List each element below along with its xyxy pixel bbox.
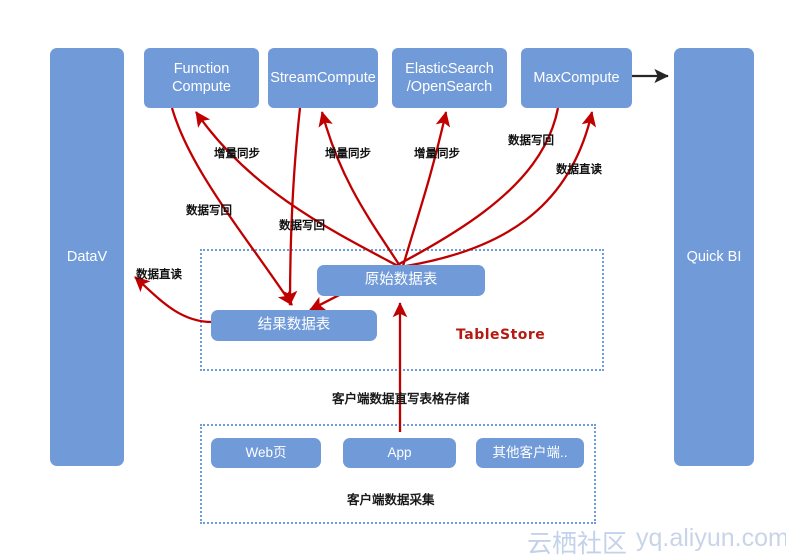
- client-node-web[interactable]: Web页: [211, 438, 321, 468]
- client-node-other-label: 其他客户端..: [492, 444, 568, 460]
- edge-label-incremental-sync-2: 增量同步: [325, 148, 371, 160]
- compute-node-streamcompute-label: StreamCompute: [270, 69, 376, 86]
- table-node-result-data[interactable]: 结果数据表: [211, 310, 377, 341]
- side-panel-quickbi-label: Quick BI: [686, 248, 742, 265]
- compute-node-function-compute[interactable]: Function Compute: [144, 48, 259, 108]
- table-node-raw-data[interactable]: 原始数据表: [317, 265, 485, 296]
- compute-node-streamcompute[interactable]: StreamCompute: [268, 48, 378, 108]
- tablestore-brand-label: TableStore: [456, 327, 546, 343]
- compute-node-maxcompute[interactable]: MaxCompute: [521, 48, 632, 108]
- client-group: [200, 424, 596, 524]
- watermark-brand: 云栖社区: [527, 530, 628, 558]
- table-node-raw-data-label: 原始数据表: [364, 272, 438, 289]
- client-node-other[interactable]: 其他客户端..: [476, 438, 584, 468]
- client-collect-caption: 客户端数据采集: [347, 493, 435, 507]
- watermark-url: yq.aliyun.com: [636, 524, 786, 552]
- side-panel-datav[interactable]: DataV: [50, 48, 124, 466]
- edge-label-data-writeback-2: 数据写回: [279, 220, 325, 232]
- compute-node-function-compute-label: Function Compute: [172, 60, 231, 95]
- client-node-web-label: Web页: [245, 444, 287, 460]
- edge-label-data-writeback-1: 数据写回: [186, 205, 232, 217]
- edge-label-incremental-sync-1: 增量同步: [214, 148, 260, 160]
- client-node-app-label: App: [387, 444, 412, 460]
- compute-node-maxcompute-label: MaxCompute: [533, 69, 620, 86]
- edge-label-data-writeback-3: 数据写回: [508, 135, 554, 147]
- tablestore-write-caption: 客户端数据直写表格存储: [332, 392, 470, 406]
- edge-label-direct-read-2: 数据直读: [136, 269, 182, 281]
- table-node-result-data-label: 结果数据表: [257, 317, 331, 334]
- edge-label-direct-read-1: 数据直读: [556, 164, 602, 176]
- compute-node-elasticsearch-opensearch[interactable]: ElasticSearch /OpenSearch: [392, 48, 507, 108]
- compute-node-elasticsearch-opensearch-label: ElasticSearch /OpenSearch: [405, 60, 494, 95]
- client-node-app[interactable]: App: [343, 438, 456, 468]
- edge-label-incremental-sync-3: 增量同步: [414, 148, 460, 160]
- side-panel-datav-label: DataV: [66, 248, 108, 265]
- side-panel-quickbi[interactable]: Quick BI: [674, 48, 754, 466]
